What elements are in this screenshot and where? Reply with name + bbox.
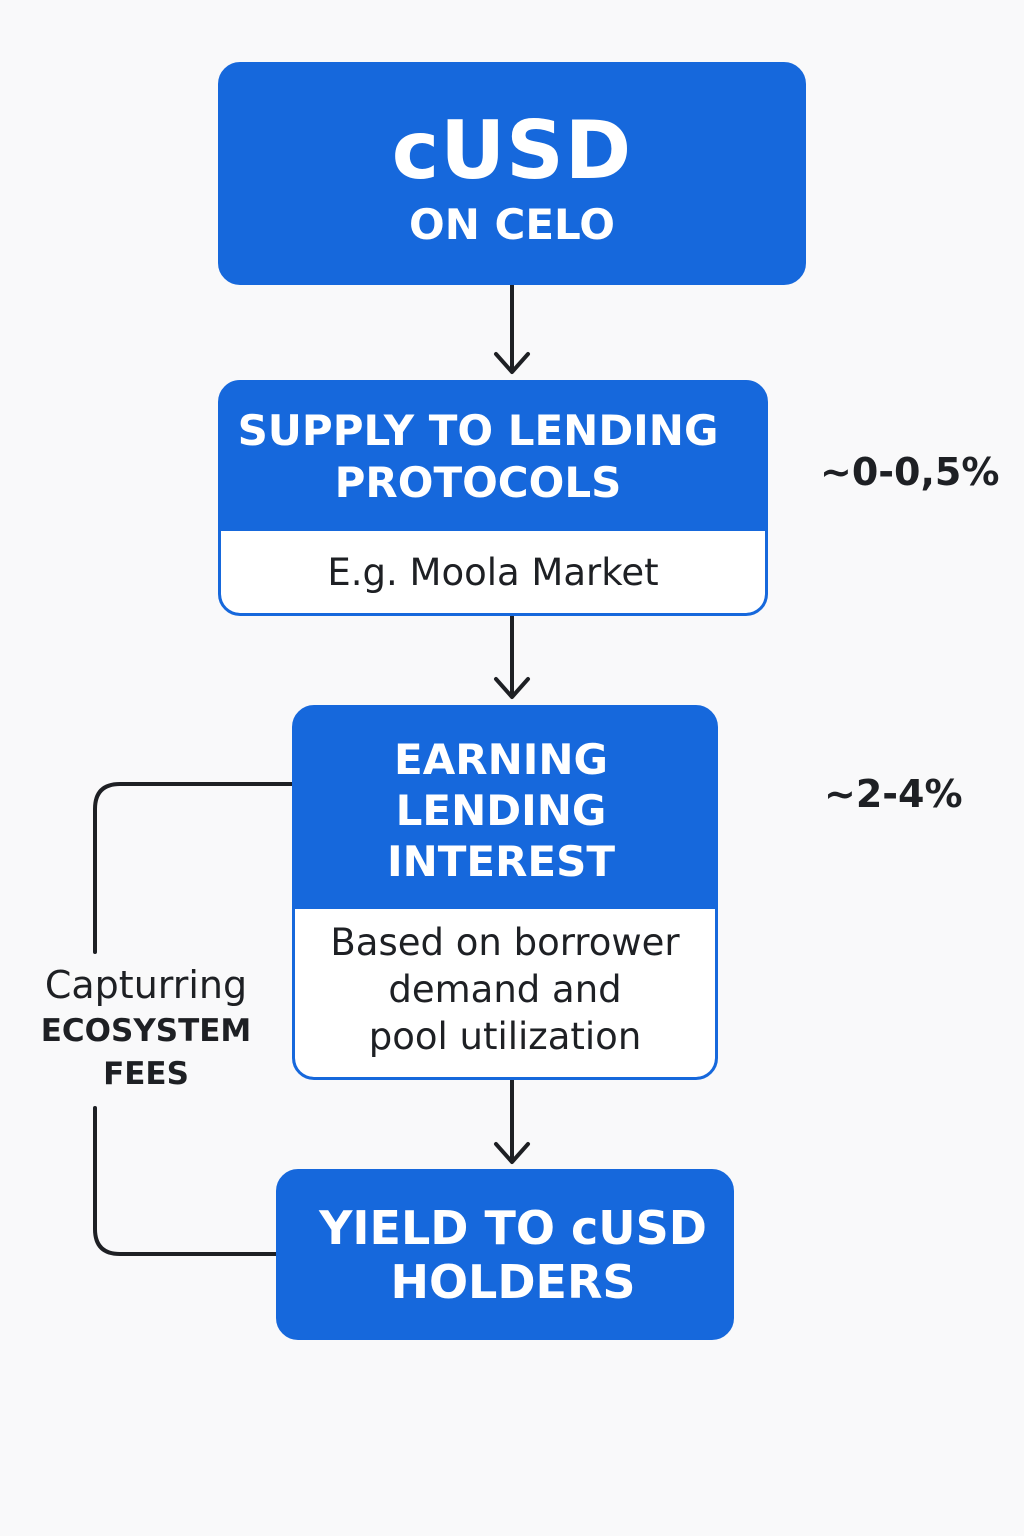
earning-title-line2: LENDING — [395, 786, 607, 835]
cusd-subtitle: ON CELO — [409, 199, 615, 249]
feedback-label-line3: FEES — [103, 1056, 189, 1092]
earning-note-line1: Based on borrower — [330, 920, 680, 964]
earning-title-line3: INTEREST — [386, 837, 616, 886]
supply-title-line1: SUPPLY TO LENDING — [237, 406, 719, 455]
supply-title-line2: PROTOCOLS — [334, 458, 622, 507]
yield-box: YIELD TO cUSD HOLDERS — [276, 1169, 734, 1340]
arrow-cusd-to-supply — [494, 285, 530, 374]
feedback-loop-label: Capturring ECOSYSTEM FEES — [36, 960, 256, 1096]
yield-title-line2: HOLDERS — [390, 1254, 636, 1309]
earning-box-header: EARNING LENDING INTEREST — [295, 708, 715, 909]
earning-note-line2: demand and — [388, 967, 622, 1011]
feedback-label-line2: ECOSYSTEM — [40, 1013, 252, 1049]
supply-box: SUPPLY TO LENDING PROTOCOLS E.g. Moola M… — [218, 380, 768, 616]
feedback-label-line1: Capturring — [44, 963, 248, 1007]
cusd-box: cUSD ON CELO — [218, 62, 806, 285]
yield-title-line1: YIELD TO cUSD — [319, 1200, 707, 1255]
supply-rate-label: ~0-0,5% — [820, 450, 1000, 494]
feedback-loop-bottom — [93, 1106, 278, 1256]
cusd-box-header: cUSD ON CELO — [221, 65, 803, 282]
supply-box-header: SUPPLY TO LENDING PROTOCOLS — [221, 383, 765, 531]
cusd-title: cUSD — [391, 103, 633, 197]
feedback-loop-top — [93, 782, 294, 954]
yield-box-header: YIELD TO cUSD HOLDERS — [279, 1172, 731, 1337]
earning-rate-label: ~2-4% — [824, 772, 963, 816]
earning-title-line1: EARNING — [394, 735, 608, 784]
arrow-supply-to-earning — [494, 616, 530, 699]
arrow-earning-to-yield — [494, 1080, 530, 1164]
supply-note-text: E.g. Moola Market — [327, 550, 659, 594]
earning-note-line3: pool utilization — [368, 1014, 642, 1058]
earning-box-note: Based on borrower demand and pool utiliz… — [295, 909, 715, 1077]
earning-box: EARNING LENDING INTEREST Based on borrow… — [292, 705, 718, 1080]
supply-box-note: E.g. Moola Market — [221, 531, 765, 613]
